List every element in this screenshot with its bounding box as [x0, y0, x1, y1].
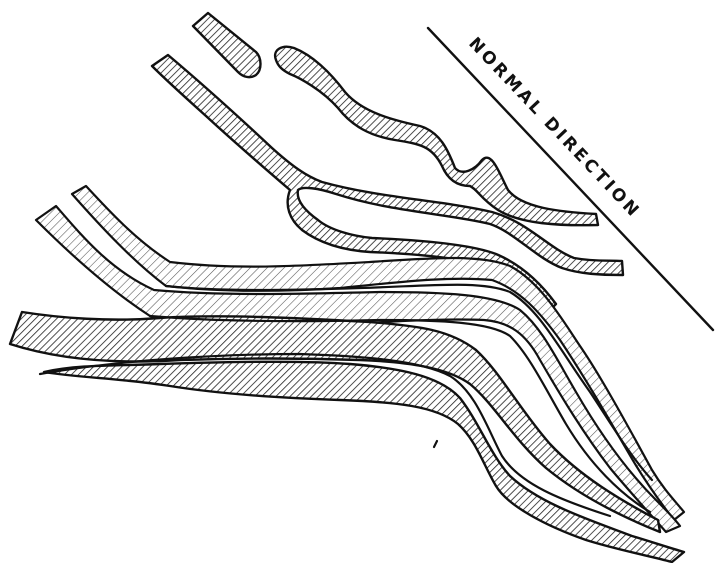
- fibre-bundle-4: [44, 362, 684, 562]
- short-fibre-top: [193, 13, 261, 77]
- stray-mark: [434, 441, 437, 447]
